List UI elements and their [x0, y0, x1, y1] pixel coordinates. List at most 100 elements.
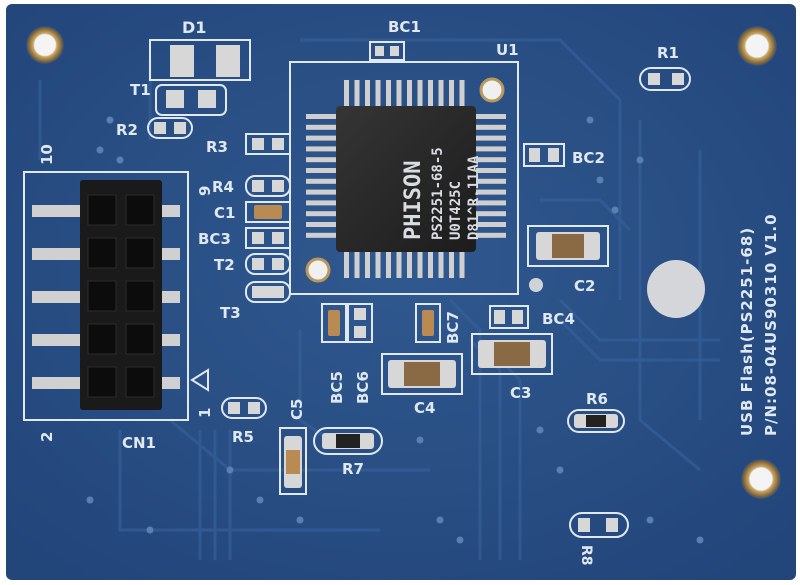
- r8-pad-left: [578, 518, 590, 532]
- r2-pad-right: [174, 122, 186, 134]
- label-pin1: 1: [196, 408, 214, 418]
- via: [416, 436, 424, 444]
- via: [296, 516, 304, 524]
- qfp-pin-bottom: [438, 250, 444, 278]
- r8-outline: [569, 512, 629, 538]
- c4-outline: [381, 353, 463, 395]
- t1-outline: [155, 84, 227, 116]
- label-d1: D1: [182, 18, 206, 37]
- qfp-pin-left: [306, 157, 338, 163]
- chip-part: PS2251-68-5: [430, 147, 446, 240]
- label-r2: R2: [116, 121, 138, 139]
- qfp-pin-left: [306, 114, 338, 119]
- u1-chip-body: [336, 106, 476, 252]
- via: [586, 116, 594, 124]
- u1-outline: [289, 61, 519, 295]
- bc4-outline: [489, 305, 529, 329]
- label-r7: R7: [342, 460, 364, 478]
- qfp-pin-right: [474, 124, 506, 130]
- bc7-body: [422, 310, 434, 336]
- qfp-pin-left: [306, 146, 338, 152]
- qfp-pin-left: [306, 168, 338, 173]
- bc4-pad-left: [494, 310, 505, 324]
- bc2-pad-right: [548, 148, 559, 162]
- qfp-pin-left: [306, 222, 338, 227]
- pin1-marker: [190, 368, 209, 392]
- qfp-pin-top: [354, 80, 360, 108]
- r5-outline: [221, 397, 267, 419]
- cn1-socket: [125, 237, 155, 269]
- label-cn1: CN1: [122, 434, 156, 452]
- label-c2: C2: [574, 277, 595, 295]
- c3-outline: [471, 333, 553, 375]
- u1-fiducial-small: [529, 278, 543, 292]
- qfp-pin-bottom: [344, 250, 349, 278]
- via: [536, 426, 544, 434]
- label-bc3: BC3: [198, 230, 231, 248]
- qfp-pin-right: [474, 157, 506, 163]
- qfp-pin-bottom: [396, 250, 402, 278]
- label-r8: R8: [578, 545, 594, 566]
- via: [146, 526, 154, 534]
- via: [611, 206, 619, 214]
- qfp-pin-right: [474, 168, 506, 173]
- qfp-pin-top: [396, 80, 402, 108]
- cn1-socket: [125, 194, 155, 226]
- qfp-pin-right: [474, 178, 506, 184]
- via: [256, 496, 264, 504]
- qfp-pin-right: [474, 146, 506, 152]
- label-c1: C1: [214, 204, 235, 222]
- c5-outline: [279, 427, 307, 495]
- label-bc1: BC1: [388, 18, 421, 36]
- label-pin2: 2: [38, 432, 56, 442]
- bc6-pad-top: [354, 308, 366, 320]
- qfp-pin-top: [386, 80, 391, 108]
- label-bc6: BC6: [354, 371, 372, 404]
- qfp-pin-left: [306, 189, 338, 195]
- cn1-sockets: [87, 194, 155, 398]
- qfp-pin-top: [417, 80, 423, 108]
- cn1-lead-left: [32, 205, 80, 217]
- r2-outline: [147, 117, 193, 139]
- qfp-pin-bottom: [459, 250, 465, 278]
- mounting-hole-bottom-right: [741, 459, 781, 499]
- bc2-pad-left: [529, 148, 540, 162]
- left-passives: [245, 133, 291, 303]
- label-c4: C4: [414, 399, 435, 417]
- label-pin10: 10: [38, 144, 56, 165]
- c3-center: [494, 342, 530, 366]
- bc2-outline: [523, 143, 565, 167]
- qfp-pin-bottom: [365, 250, 370, 278]
- cn1-socket: [125, 280, 155, 312]
- cn1-socket: [125, 366, 155, 398]
- via: [436, 516, 444, 524]
- cn1-lead-left: [32, 377, 80, 389]
- bc5-outline: [321, 303, 347, 343]
- label-u1: U1: [496, 41, 519, 59]
- cn1-lead-right: [162, 377, 180, 389]
- bc1-pad-right: [390, 46, 399, 56]
- bc6-outline: [347, 303, 373, 343]
- label-c5: C5: [288, 399, 306, 420]
- label-r1: R1: [657, 44, 679, 62]
- t1-pad-left: [166, 90, 184, 108]
- qfp-pin-bottom: [386, 250, 391, 278]
- qfp-pin-right: [474, 135, 506, 141]
- via: [596, 176, 604, 184]
- d1-outline: [149, 39, 251, 81]
- label-r5: R5: [232, 428, 254, 446]
- qfp-pin-top: [365, 80, 370, 108]
- qfp-pin-right: [474, 189, 506, 195]
- qfp-pin-bottom: [354, 250, 360, 278]
- bc1-pad-left: [375, 46, 384, 56]
- chip-date: D81^R.11AA: [466, 155, 482, 240]
- bc6-pad-bottom: [354, 326, 366, 338]
- cn1-lead-left: [32, 334, 80, 346]
- r5-pad-right: [248, 402, 260, 414]
- cn1-socket: [125, 323, 155, 355]
- qfp-pin-top: [375, 80, 381, 108]
- qfp-pin-top: [407, 80, 412, 108]
- c4-center: [404, 362, 440, 386]
- cn1-lead-right: [162, 334, 180, 346]
